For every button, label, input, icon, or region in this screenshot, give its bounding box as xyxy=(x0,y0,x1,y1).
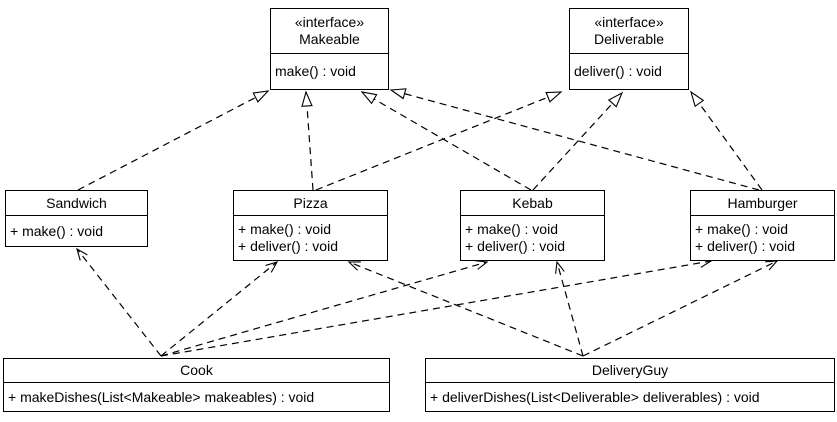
class-hamburger-box: Hamburger + make() : void + deliver() : … xyxy=(690,190,835,261)
class-name: Hamburger xyxy=(727,194,798,211)
method-label: + make() : void xyxy=(238,221,331,237)
interface-makeable-box: «interface» Makeable make() : void xyxy=(270,8,389,90)
class-pizza-methods: + make() : void + deliver() : void xyxy=(234,216,387,260)
dependency-deliveryguy-hamburger-arrow xyxy=(582,260,779,357)
class-name: Kebab xyxy=(512,194,553,211)
interface-deliverable-header: «interface» Deliverable xyxy=(570,9,688,54)
realization-kebab-makeable-arrow xyxy=(360,91,532,191)
method-label: + makeDishes(List<Makeable> makeables) :… xyxy=(8,388,315,405)
class-kebab-methods: + make() : void + deliver() : void xyxy=(461,216,604,260)
method-label: make() : void xyxy=(275,63,356,79)
class-name: DeliveryGuy xyxy=(591,362,669,378)
class-sandwich-header: Sandwich xyxy=(6,191,147,216)
class-deliveryguy-box: DeliveryGuy + deliverDishes(List<Deliver… xyxy=(425,358,835,412)
dependency-cook-sandwich-arrow xyxy=(76,247,162,357)
method-label: + deliver() : void xyxy=(695,238,795,254)
class-kebab-box: Kebab + make() : void + deliver() : void xyxy=(460,190,605,261)
dependency-deliveryguy-kebab-arrow xyxy=(555,260,584,357)
method-label: + deliver() : void xyxy=(465,238,565,254)
realization-pizza-makeable-arrow xyxy=(301,90,314,191)
realization-hamburger-deliverable-arrow xyxy=(690,90,763,191)
class-cook-box: Cook + makeDishes(List<Makeable> makeabl… xyxy=(3,358,390,412)
method-label: + make() : void xyxy=(695,221,788,237)
class-pizza-box: Pizza + make() : void + deliver() : void xyxy=(233,190,388,261)
realization-kebab-deliverable-arrow xyxy=(532,91,624,191)
dependency-cook-kebab-arrow xyxy=(160,260,489,357)
interface-deliverable-methods: deliver() : void xyxy=(570,54,688,89)
interface-deliverable-box: «interface» Deliverable deliver() : void xyxy=(569,8,689,90)
class-deliveryguy-header: DeliveryGuy xyxy=(426,359,834,383)
realization-hamburger-makeable-arrow xyxy=(389,88,760,191)
class-hamburger-header: Hamburger xyxy=(691,191,834,216)
class-pizza-header: Pizza xyxy=(234,191,387,216)
method-label: + deliverDishes(List<Deliverable> delive… xyxy=(430,388,760,405)
class-name: Cook xyxy=(180,362,213,378)
class-name: Sandwich xyxy=(46,194,107,211)
method-label: + deliver() : void xyxy=(238,238,338,254)
dependency-deliveryguy-pizza-arrow xyxy=(347,261,584,357)
realization-sandwich-makeable-arrow xyxy=(77,90,270,191)
interface-makeable-header: «interface» Makeable xyxy=(271,9,388,54)
interface-name: Deliverable xyxy=(593,31,665,47)
stereotype-label: «interface» xyxy=(294,14,365,30)
class-cook-header: Cook xyxy=(4,359,389,383)
class-hamburger-methods: + make() : void + deliver() : void xyxy=(691,216,834,260)
class-cook-methods: + makeDishes(List<Makeable> makeables) :… xyxy=(4,383,389,411)
realization-pizza-deliverable-arrow xyxy=(315,91,563,191)
method-label: + make() : void xyxy=(10,222,103,239)
interface-makeable-methods: make() : void xyxy=(271,54,388,89)
class-sandwich-methods: + make() : void xyxy=(6,216,147,246)
method-label: + make() : void xyxy=(465,221,558,237)
class-name: Pizza xyxy=(293,194,328,211)
stereotype-label: «interface» xyxy=(594,14,664,30)
interface-name: Makeable xyxy=(299,31,360,47)
class-sandwich-box: Sandwich + make() : void xyxy=(5,190,148,247)
class-deliveryguy-methods: + deliverDishes(List<Deliverable> delive… xyxy=(426,383,834,411)
dependency-cook-pizza-arrow xyxy=(160,261,279,357)
method-label: deliver() : void xyxy=(574,63,662,79)
class-kebab-header: Kebab xyxy=(461,191,604,216)
dependency-cook-hamburger-arrow xyxy=(160,257,713,357)
